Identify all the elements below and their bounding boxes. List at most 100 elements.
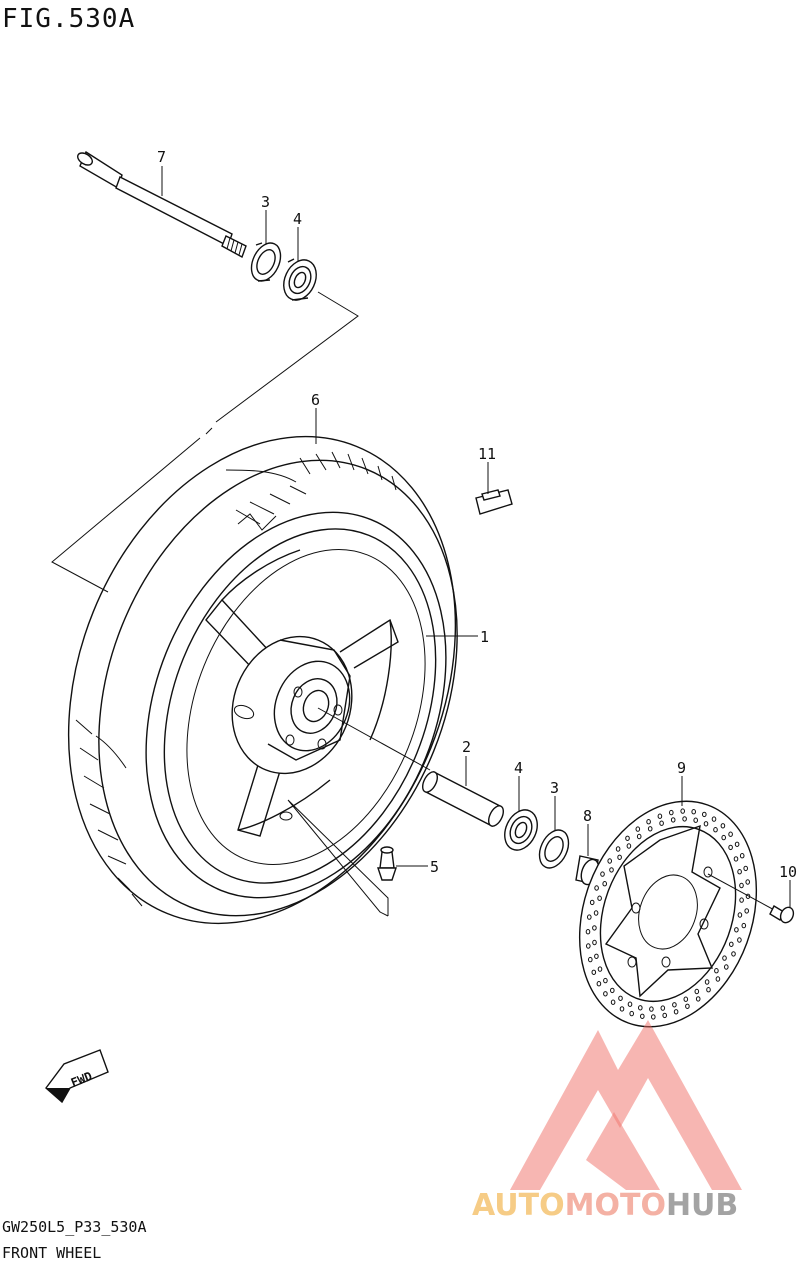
callout-3-top: 3 (261, 193, 270, 211)
disc-hole (627, 1001, 633, 1007)
disc-hole (722, 955, 727, 961)
axle-part-7 (77, 150, 247, 259)
disc-hole (721, 834, 727, 841)
disc-hole (737, 937, 742, 943)
disc-hole (646, 819, 651, 825)
watermark-moto: MOTO (565, 1188, 666, 1223)
callout-1: 1 (480, 628, 489, 646)
assembly-leader-top (51, 291, 359, 593)
disc-hole (594, 885, 599, 891)
disc-hole (669, 809, 674, 816)
disc-hole (693, 817, 699, 823)
disc-hole (734, 841, 740, 847)
disc-hole (683, 996, 689, 1002)
disc-hole (619, 1006, 625, 1012)
disc-hole (625, 835, 630, 841)
disc-hole (600, 871, 605, 877)
disc-hole (744, 908, 750, 914)
disc-hole (682, 816, 687, 822)
disc-hole (743, 865, 749, 872)
spacer-part-8 (575, 855, 600, 886)
disc-hole (711, 816, 717, 822)
disc-hole (635, 826, 641, 832)
disc-hole (597, 966, 603, 972)
disc-hole (691, 809, 697, 815)
disc-hole (728, 844, 733, 851)
disc-hole (592, 939, 597, 946)
disc-hole (607, 858, 613, 864)
disc-hole (714, 968, 719, 974)
disc-hole (589, 899, 595, 906)
disc-hole (720, 823, 726, 829)
disc-hole (731, 951, 736, 957)
callout-7: 7 (157, 148, 166, 166)
disc-hole (657, 813, 663, 819)
disc-hole (670, 817, 676, 823)
disc-hole (673, 1009, 679, 1015)
disc-hole (685, 1003, 690, 1009)
disc-hole (636, 833, 642, 840)
callout-2: 2 (462, 738, 471, 756)
disc-hole (593, 910, 599, 916)
disc-hole (680, 808, 686, 814)
disc-hole (640, 1013, 645, 1019)
disc-hole (662, 1012, 668, 1019)
callout-9: 9 (677, 759, 686, 777)
disc-hole (651, 1014, 656, 1020)
disc-hole (594, 953, 599, 959)
callout-6: 6 (311, 391, 320, 409)
disc-hole (713, 827, 718, 833)
disc-hole (592, 925, 597, 931)
valve-part-5 (377, 846, 397, 881)
disc-hole (694, 988, 700, 995)
bearing-part-4-right (504, 809, 538, 851)
disc-hole (609, 867, 614, 873)
fwd-direction-badge: FWD (45, 1049, 109, 1104)
disc-hole (610, 999, 616, 1005)
disc-hole (638, 1005, 643, 1011)
disc-hole (603, 991, 608, 997)
leader-lines (161, 166, 791, 908)
disc-hole (586, 943, 591, 949)
valve-leader-bracket (287, 799, 389, 917)
watermark-logo-mark (510, 1020, 742, 1190)
disc-hole (724, 964, 729, 970)
spacer-part-2 (421, 771, 505, 827)
disc-hole (618, 995, 623, 1001)
balance-weight-part-11 (475, 489, 513, 515)
callout-10: 10 (779, 863, 797, 881)
disc-hole (591, 969, 597, 975)
diagram-code: GW250L5_P33_530A (2, 1218, 147, 1236)
disc-hole (659, 820, 664, 826)
callouts: 1 2 3 3 4 4 5 6 7 8 9 10 11 (157, 148, 797, 881)
disc-hole (745, 879, 751, 885)
disc-hole (737, 912, 743, 918)
disc-hole (739, 853, 745, 859)
disc-hole (672, 1002, 677, 1008)
callout-4-right: 4 (514, 759, 523, 777)
disc-hole (741, 922, 747, 929)
disc-hole (733, 856, 739, 862)
callout-4-top: 4 (293, 210, 302, 228)
disc-hole (647, 826, 653, 832)
disc-hole (587, 914, 592, 920)
figure-title: FIG.530A (2, 4, 136, 34)
bearing-part-4-top (283, 258, 317, 301)
disc-hole (695, 996, 701, 1002)
disc-hole (660, 1005, 666, 1011)
disc-hole (615, 846, 621, 852)
collar-part-3-top (250, 242, 282, 282)
axis-line (317, 707, 431, 771)
callout-11: 11 (478, 445, 496, 463)
collar-part-3-right (538, 829, 570, 869)
disc-hole (728, 831, 733, 837)
disc-hole (704, 979, 710, 985)
disc-hole (588, 956, 593, 963)
disc-hole (602, 881, 608, 887)
watermark-text: AUTOMOTOHUB (472, 1188, 738, 1223)
disc-hole (739, 897, 744, 903)
disc-hole (603, 977, 608, 984)
automotohub-watermark: AUTOMOTOHUB (472, 1020, 742, 1223)
watermark-hub: HUB (666, 1188, 738, 1223)
